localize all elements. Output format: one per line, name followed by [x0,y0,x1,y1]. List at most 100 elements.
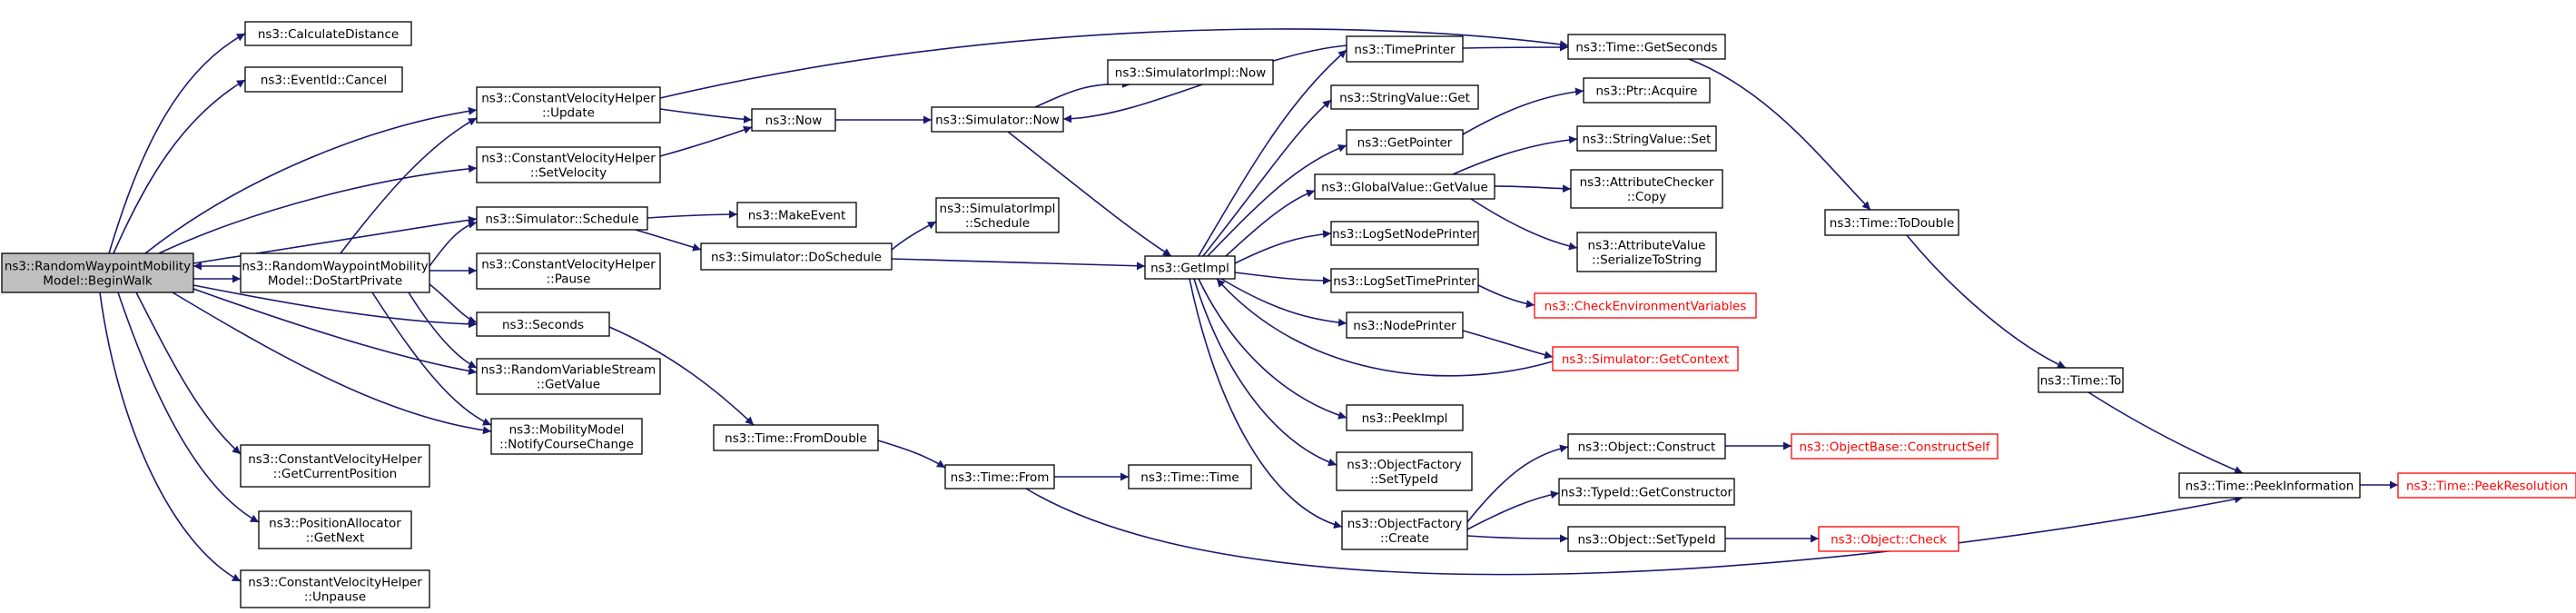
node-box [1330,268,1479,293]
edge-doschedule-to-getimpl [891,258,1146,271]
node-time-peekres[interactable]: ns3::Time::PeekResolution [2397,472,2576,499]
node-time-getseconds[interactable]: ns3::Time::GetSeconds [1567,34,1726,60]
node-label-line: ns3::MobilityModel [509,423,625,438]
node-label-line: ns3::AttributeValue [1588,239,1706,253]
node-sv-set[interactable]: ns3::StringValue::Set [1576,125,1717,152]
node-root: ns3::RandomWaypointMobilityModel::BeginW… [1,252,194,293]
node-label-line: ns3::PeekImpl [1362,411,1448,426]
node-label-line: Model::DoStartPrivate [268,274,402,289]
edge-root-to-seconds [192,284,478,329]
node-label-line: ns3::AttributeChecker [1580,175,1714,190]
edge-timeprinter-to-time_getseconds [1462,43,1569,52]
node-simimpl-now[interactable]: ns3::SimulatorImpl::Now [1107,59,1274,85]
node-getcontext[interactable]: ns3::Simulator::GetContext [1552,346,1739,371]
node-simimpl-sched[interactable]: ns3::SimulatorImpl::Schedule [935,197,1060,233]
node-ptr-acquire[interactable]: ns3::Ptr::Acquire [1583,77,1711,104]
node-of-create[interactable]: ns3::ObjectFactory::Create [1341,510,1468,550]
node-time-time[interactable]: ns3::Time::Time [1128,464,1252,489]
node-getnext[interactable]: ns3::PositionAllocator::GetNext [258,510,412,549]
node-time-peekinfo[interactable]: ns3::Time::PeekInformation [2178,472,2361,499]
edge-sim_now-to-getimpl [1007,131,1172,257]
node-cancel[interactable]: ns3::EventId::Cancel [244,66,403,93]
node-makeevent[interactable]: ns3::MakeEvent [736,202,857,228]
edge-getimpl-to-sv_get [1202,99,1332,257]
node-sim-now[interactable]: ns3::Simulator::Now [931,106,1064,133]
node-label-line: ::GetValue [537,378,600,392]
node-peekimpl[interactable]: ns3::PeekImpl [1346,404,1464,431]
node-sv-get[interactable]: ns3::StringValue::Get [1330,84,1479,110]
node-typeid-getctor[interactable]: ns3::TypeId::GetConstructor [1558,478,1735,506]
node-label-line: ns3::Time::FromDouble [725,431,867,446]
node-label-line: ns3::ConstantVelocityHelper [248,452,422,467]
edge-time_to-to-time_peekinfo [2087,391,2244,474]
node-getpointer[interactable]: ns3::GetPointer [1346,129,1464,155]
node-checkenv[interactable]: ns3::CheckEnvironmentVariables [1534,292,1757,319]
node-label-line: ns3::Time::To [2040,374,2122,389]
node-label-line: ns3::TimePrinter [1354,43,1456,57]
node-obj-construct[interactable]: ns3::Object::Construct [1567,433,1726,460]
node-label-line: ::Pause [547,272,591,287]
node-box [476,206,648,231]
node-box [1791,433,1999,460]
node-notify[interactable]: ns3::MobilityModel::NotifyCourseChange [490,418,643,455]
node-seconds[interactable]: ns3::Seconds [476,311,610,337]
node-box [1558,478,1735,506]
edge-of_create-to-obj_settypeid [1466,534,1569,543]
edge-cvh_update-to-time_getseconds [659,28,1569,99]
node-box [1534,292,1757,319]
node-label-line: ns3::Simulator::Schedule [485,213,638,227]
node-cvh-pause[interactable]: ns3::ConstantVelocityHelper::Pause [476,252,661,290]
node-box [1567,34,1726,60]
node-obj-check[interactable]: ns3::Object::Check [1818,526,1959,552]
node-getimpl[interactable]: ns3::GetImpl [1144,255,1236,280]
node-label-line: ns3::Simulator::DoSchedule [711,251,882,265]
node-ac-copy[interactable]: ns3::AttributeChecker::Copy [1570,169,1723,209]
node-time-todouble[interactable]: ns3::Time::ToDouble [1824,209,1959,236]
node-label-line: ns3::Time::GetSeconds [1575,41,1717,55]
edge-root-to-cvh_unpause [99,292,242,582]
node-label-line: ns3::ConstantVelocityHelper [481,92,656,106]
node-box [1107,59,1274,85]
node-label-line: ns3::LogSetNodePrinter [1332,227,1477,242]
edge-getimpl-to-timeprinter [1198,49,1347,257]
edge-dostart-to-notify [371,292,492,426]
node-box [490,418,643,455]
edge-fromdouble-to-time_from [877,440,946,469]
node-gv-getvalue[interactable]: ns3::GlobalValue::GetValue [1314,173,1495,200]
node-label-line: ns3::Time::ToDouble [1830,216,1954,231]
node-box [240,252,430,293]
node-cvh-update[interactable]: ns3::ConstantVelocityHelper::Update [476,86,661,124]
node-cvh-setvel[interactable]: ns3::ConstantVelocityHelper::SetVelocity [476,146,661,183]
node-label-line: ns3::MakeEvent [748,209,846,223]
node-box [2178,472,2361,499]
node-dostart[interactable]: ns3::RandomWaypointMobilityModel::DoStar… [240,252,430,293]
node-box [1346,311,1464,339]
node-logtime[interactable]: ns3::LogSetTimePrinter [1330,268,1479,293]
node-av-serialize[interactable]: ns3::AttributeValue::SerializeToString [1576,232,1717,272]
node-nodeprinter[interactable]: ns3::NodePrinter [1346,311,1464,339]
node-lognode[interactable]: ns3::LogSetNodePrinter [1330,221,1479,246]
node-rvs-getvalue[interactable]: ns3::RandomVariableStream::GetValue [476,358,661,395]
node-label-line: ns3::LogSetTimePrinter [1333,274,1476,289]
node-obj-settypeid[interactable]: ns3::Object::SetTypeId [1567,526,1726,552]
node-box [240,569,430,608]
node-time-to[interactable]: ns3::Time::To [2038,367,2124,393]
node-cvh-getpos[interactable]: ns3::ConstantVelocityHelper::GetCurrentP… [240,444,430,488]
node-objbase-construct[interactable]: ns3::ObjectBase::ConstructSelf [1791,433,1999,460]
node-cvh-unpause[interactable]: ns3::ConstantVelocityHelper::Unpause [240,569,430,608]
node-label-line: ::NotifyCourseChange [499,438,634,452]
node-time-from[interactable]: ns3::Time::From [944,464,1055,489]
node-label-line: ns3::RandomVariableStream [481,363,656,378]
node-calcdist[interactable]: ns3::CalculateDistance [244,21,412,46]
node-label-line: ::GetCurrentPosition [273,467,397,481]
node-box [1330,221,1479,246]
node-of-settypeid[interactable]: ns3::ObjectFactory::SetTypeId [1336,451,1473,491]
node-now[interactable]: ns3::Now [751,108,836,132]
node-fromdouble[interactable]: ns3::Time::FromDouble [713,424,879,451]
node-doschedule[interactable]: ns3::Simulator::DoSchedule [700,242,893,271]
node-box [1144,255,1236,280]
node-schedule[interactable]: ns3::Simulator::Schedule [476,206,648,231]
node-label-line: ns3::GetPointer [1357,136,1453,151]
node-timeprinter[interactable]: ns3::TimePrinter [1346,35,1464,63]
edge-time_getseconds-to-time_todouble [1688,58,1871,211]
